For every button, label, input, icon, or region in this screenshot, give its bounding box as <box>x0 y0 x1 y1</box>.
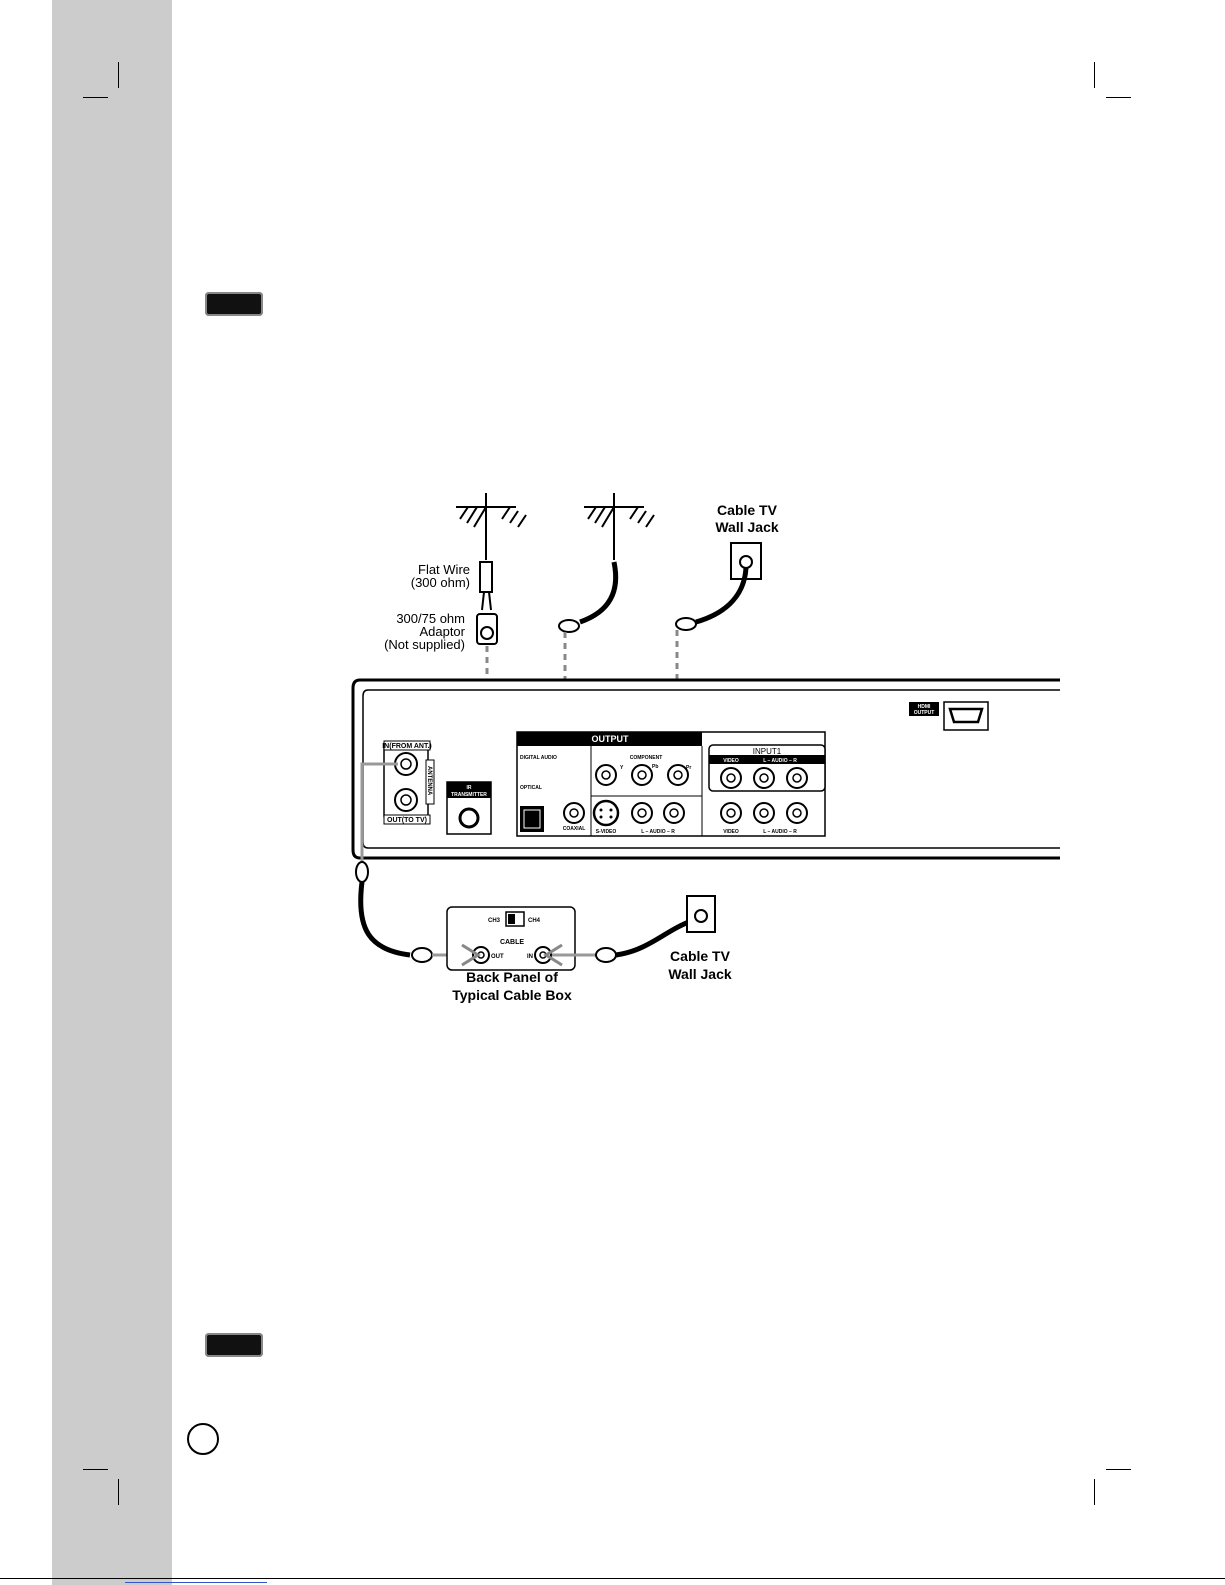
side-strip <box>52 0 172 1585</box>
cable-tv-wall-jack-label: Wall Jack <box>668 966 732 982</box>
in-label: IN <box>527 954 533 960</box>
flat-wire-icon <box>479 561 493 611</box>
flat-wire-label: (300 ohm) <box>411 575 470 590</box>
coax-cable-line <box>579 561 619 625</box>
digital-audio-label: DIGITAL AUDIO <box>520 755 557 761</box>
audio-lr-top-label: L – AUDIO – R <box>763 758 797 764</box>
crop-mark <box>118 62 119 88</box>
audio-jacks <box>631 802 685 824</box>
coax-cable-line <box>695 567 749 625</box>
antenna-jack-group <box>383 740 435 825</box>
cable-tv-wall-jack-label: Cable TV <box>717 502 778 518</box>
antenna-icon <box>584 493 655 560</box>
wall-jack-icon <box>686 895 716 933</box>
coax-connector-icon <box>675 617 697 631</box>
crop-mark <box>1094 1479 1095 1505</box>
crop-mark <box>83 1469 108 1470</box>
flat-wire-label: Flat Wire <box>418 562 470 577</box>
out-label: OUT <box>491 954 504 960</box>
section-tab-badge <box>205 292 263 316</box>
coax-connector-icon <box>595 947 617 963</box>
cable-box-panel <box>446 906 576 971</box>
section-tab-badge <box>205 1333 263 1357</box>
coax-connector-icon <box>355 861 369 883</box>
crop-mark <box>1094 62 1095 88</box>
in-from-ant-label: IN(FROM ANT.) <box>382 743 432 750</box>
adaptor-icon <box>476 613 498 645</box>
ir-transmitter-jack <box>446 781 492 835</box>
component-label: COMPONENT <box>630 755 663 761</box>
adaptor-label: Adaptor <box>419 624 465 639</box>
cable-tv-wall-jack-label: Cable TV <box>670 948 731 964</box>
hdmi-label: HDMI <box>918 704 931 710</box>
s-video-jack <box>592 799 620 827</box>
pr-label: Pr <box>686 765 691 771</box>
adaptor-label: 300/75 ohm <box>396 611 465 626</box>
coax-cable-line <box>615 917 695 958</box>
coax-connector-icon <box>558 619 580 633</box>
optical-label: OPTICAL <box>520 785 542 791</box>
cable-box-label: Back Panel of <box>466 969 558 985</box>
cable-box-label: Typical Cable Box <box>452 987 572 1003</box>
bottom-link-underline <box>125 1582 267 1583</box>
crop-mark <box>118 1479 119 1505</box>
video-bottom-label: VIDEO <box>723 829 739 835</box>
s-video-label: S-VIDEO <box>596 829 617 835</box>
y-label: Y <box>620 765 624 771</box>
crop-mark <box>83 97 108 98</box>
input1-section <box>708 744 826 824</box>
page-number-circle <box>187 1423 219 1455</box>
antenna-icon <box>456 493 527 560</box>
gray-cable-line <box>360 762 398 862</box>
crop-mark <box>1106 1469 1131 1470</box>
ch3-label: CH3 <box>488 918 501 924</box>
adaptor-label: (Not supplied) <box>384 637 465 652</box>
input1-label: INPUT1 <box>753 747 782 756</box>
cable-label: CABLE <box>500 939 524 946</box>
ir-label: TRANSMITTER <box>451 792 487 798</box>
ch4-label: CH4 <box>528 918 541 924</box>
audio-lr-bottom-label: L – AUDIO – R <box>763 829 797 835</box>
ir-label: IR <box>467 785 472 791</box>
crop-mark <box>1106 97 1131 98</box>
component-jacks <box>595 764 689 786</box>
bottom-rule <box>0 1578 1225 1579</box>
coaxial-label: COAXIAL <box>563 826 586 832</box>
audio-lr-label: L – AUDIO – R <box>641 829 675 835</box>
cable-tv-wall-jack-label: Wall Jack <box>715 519 779 535</box>
coax-cable-line <box>358 881 411 958</box>
pb-label: Pb <box>652 764 658 770</box>
coax-connector-icon <box>411 947 433 963</box>
output-label: OUTPUT <box>592 734 630 744</box>
hdmi-label: OUTPUT <box>914 710 935 716</box>
out-to-tv-label: OUT(TO TV) <box>387 817 427 824</box>
hdmi-output-port <box>909 701 989 731</box>
antenna-vertical-label: ANTENNA <box>426 766 432 796</box>
video-top-label: VIDEO <box>723 758 739 764</box>
